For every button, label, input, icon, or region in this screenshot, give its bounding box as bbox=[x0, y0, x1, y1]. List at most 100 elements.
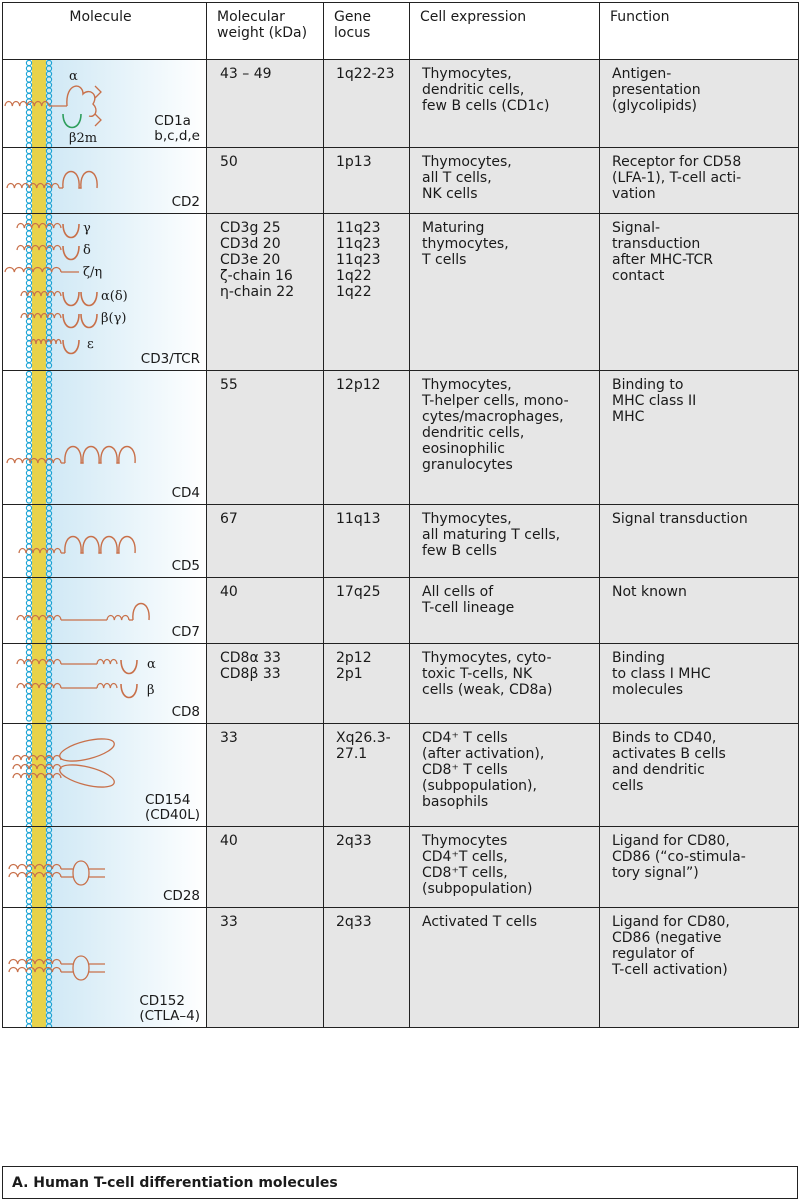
cell-expression-cell: Thymocytes,all T cells,NK cells bbox=[409, 147, 600, 214]
molecule-name: CD28 bbox=[163, 889, 200, 904]
alpha-chain-label: α bbox=[69, 69, 78, 84]
transmembrane-coil bbox=[8, 966, 62, 973]
molecule-illustration-cell: CD5 bbox=[2, 504, 207, 578]
gene-locus-line: 17q25 bbox=[336, 584, 381, 600]
header-cell-expression: Cell expression bbox=[409, 2, 600, 60]
header-locus-line: Gene bbox=[334, 9, 371, 25]
molecule-structure-diagram bbox=[16, 578, 206, 643]
ig-domain-cup bbox=[80, 313, 98, 329]
header-molecular-weight: Molecular weight (kDa) bbox=[206, 2, 324, 60]
molecule-structure-diagram bbox=[8, 827, 206, 907]
molecular-weight-cell: 50 bbox=[206, 147, 324, 214]
cell-expression-line: thymocytes, bbox=[422, 236, 509, 252]
gene-locus-line: 2q33 bbox=[336, 914, 372, 930]
molecule-name-line: CD154 bbox=[144, 792, 191, 808]
molecular-weight-line: 50 bbox=[220, 154, 238, 170]
molecule-name-line: b,c,d,e bbox=[154, 128, 200, 144]
function-line: Binding to bbox=[612, 377, 684, 393]
ig-domain-cup bbox=[120, 659, 138, 675]
cell-expression-line: Thymocytes, bbox=[422, 511, 512, 527]
cd8-alpha-label: α bbox=[147, 657, 156, 672]
header-func-text: Function bbox=[610, 9, 670, 25]
cell-expression-line: eosinophilic bbox=[422, 441, 505, 457]
cell-expression-line: CD8⁺ T cells bbox=[422, 762, 508, 778]
molecule-name: CD5 bbox=[172, 559, 200, 574]
cd3-tcr-chain-label: γ bbox=[83, 221, 91, 236]
caption-text: A. Human T-cell differentiation molecule… bbox=[12, 1175, 338, 1191]
cell-expression-line: cytes/macrophages, bbox=[422, 409, 564, 425]
gene-locus-line: 11q23 bbox=[336, 236, 381, 252]
gene-locus-cell: 2q33 bbox=[323, 826, 410, 908]
ig-domain-loop bbox=[64, 536, 136, 554]
transmembrane-coil bbox=[16, 658, 62, 665]
cell-expression-line: Thymocytes, bbox=[422, 154, 512, 170]
transmembrane-coil bbox=[8, 871, 62, 878]
gene-locus-cell: 12p12 bbox=[323, 370, 410, 505]
transmembrane-coil bbox=[106, 614, 130, 621]
cell-expression-line: Activated T cells bbox=[422, 914, 538, 930]
gene-locus-line: 11q13 bbox=[336, 511, 381, 527]
cd1-alpha-chain bbox=[66, 85, 97, 117]
cell-expression-line: Maturing bbox=[422, 220, 485, 236]
molecular-weight-line: 67 bbox=[220, 511, 238, 527]
function-line: vation bbox=[612, 186, 656, 202]
cell-expression-line: (subpopulation), bbox=[422, 778, 537, 794]
transmembrane-coil bbox=[4, 266, 62, 273]
extracellular-gradient bbox=[45, 578, 206, 643]
gene-locus-cell: 2q33 bbox=[323, 907, 410, 1028]
transmembrane-coil bbox=[16, 222, 62, 229]
cell-expression-line: basophils bbox=[422, 794, 489, 810]
molecule-structure-diagram: αβ bbox=[16, 644, 206, 723]
cd28-dimer-domain bbox=[61, 860, 105, 886]
lipid-bilayer bbox=[25, 371, 53, 504]
cell-expression-line: (after activation), bbox=[422, 746, 545, 762]
lipid-bilayer bbox=[25, 908, 53, 1027]
cell-expression-line: dendritic cells, bbox=[422, 425, 525, 441]
molecular-weight-line: CD3e 20 bbox=[220, 252, 281, 268]
molecule-name: CD152(CTLA–4) bbox=[139, 994, 200, 1024]
header-molecule: Molecule bbox=[2, 2, 207, 60]
cell-expression-line: cells (weak, CD8a) bbox=[422, 682, 553, 698]
function-line: Ligand for CD80, bbox=[612, 833, 730, 849]
transmembrane-coil bbox=[12, 772, 62, 779]
ig-domain-cup bbox=[80, 291, 98, 307]
lipid-bilayer bbox=[25, 644, 53, 722]
function-line: Antigen- bbox=[612, 66, 672, 82]
cell-expression-line: dendritic cells, bbox=[422, 82, 525, 98]
molecule-illustration-cell: CD154(CD40L) bbox=[2, 723, 207, 827]
molecule-illustration-cell: CD2 bbox=[2, 147, 207, 214]
transmembrane-coil bbox=[6, 457, 62, 464]
lipid-tail-layer bbox=[32, 644, 46, 723]
transmembrane-coil bbox=[12, 763, 62, 770]
transmembrane-coil bbox=[16, 614, 62, 621]
molecule-illustration-cell: CD28 bbox=[2, 826, 207, 908]
molecular-weight-cell: 40 bbox=[206, 577, 324, 644]
extracellular-gradient bbox=[45, 371, 206, 504]
cell-expression-line: T cells bbox=[422, 252, 467, 268]
cell-expression-cell: Thymocytes,dendritic cells,few B cells (… bbox=[409, 59, 600, 148]
extracellular-gradient bbox=[45, 644, 206, 723]
molecule-name-line: (CD40L) bbox=[144, 807, 200, 823]
function-line: and dendritic bbox=[612, 762, 705, 778]
molecular-weight-cell: 43 – 49 bbox=[206, 59, 324, 148]
molecule-name: CD4 bbox=[172, 486, 200, 501]
gene-locus-line: 1q22 bbox=[336, 284, 372, 300]
transmembrane-coil bbox=[12, 754, 62, 761]
molecule-name: CD3/TCR bbox=[141, 352, 200, 367]
molecule-name-line: CD4 bbox=[171, 485, 200, 501]
molecule-name-line: CD2 bbox=[171, 194, 200, 210]
molecule-structure-diagram bbox=[6, 371, 206, 504]
function-line: tory signal”) bbox=[612, 865, 699, 881]
transmembrane-coil bbox=[96, 658, 118, 665]
ig-domain-loop bbox=[64, 446, 136, 464]
